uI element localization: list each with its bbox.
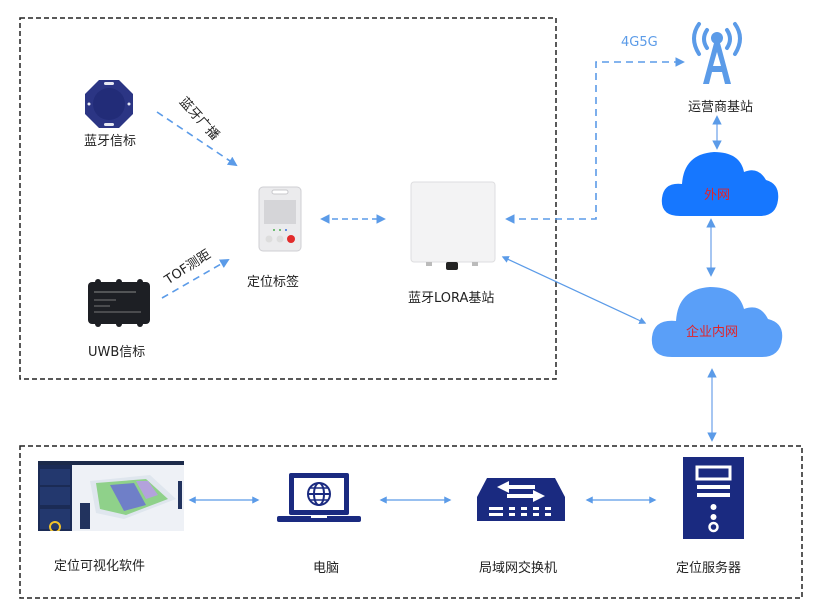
visualization-software-label: 定位可视化软件 bbox=[54, 559, 146, 574]
bluetooth-beacon-node[interactable] bbox=[84, 79, 134, 129]
tof-ranging-arrow bbox=[161, 259, 230, 299]
visualization-software-screenshot bbox=[38, 461, 184, 533]
visualization-software-node[interactable] bbox=[38, 461, 184, 533]
carrier-station-label: 运营商基站 bbox=[688, 100, 754, 115]
uwb-beacon-icon bbox=[88, 279, 150, 327]
carrier-link-label: 4G5G bbox=[621, 35, 658, 50]
carrier-station-node[interactable] bbox=[687, 16, 747, 86]
uwb-beacon-label: UWB信标 bbox=[88, 345, 146, 360]
lan-switch-node[interactable] bbox=[475, 477, 567, 523]
computer-node[interactable] bbox=[277, 472, 361, 524]
external-network-label: 外网 bbox=[704, 188, 731, 203]
network-switch-icon bbox=[477, 478, 565, 521]
cloud-icon bbox=[651, 287, 783, 357]
lora-base-station-label: 蓝牙LORA基站 bbox=[408, 291, 495, 306]
bluetooth-beacon-icon bbox=[85, 80, 133, 128]
positioning-server-label: 定位服务器 bbox=[676, 561, 742, 576]
carrier-link-path bbox=[505, 57, 685, 224]
enterprise-intranet-cloud[interactable]: 企业内网 bbox=[650, 283, 784, 359]
lora-base-station-icon bbox=[410, 181, 496, 270]
station-intranet-arrow bbox=[501, 256, 647, 324]
lora-base-station-node[interactable] bbox=[410, 181, 496, 271]
cloud-icon bbox=[661, 152, 779, 216]
positioning-tag-icon bbox=[258, 186, 302, 252]
bluetooth-beacon-label: 蓝牙信标 bbox=[84, 134, 137, 149]
laptop-globe-icon bbox=[277, 473, 361, 522]
positioning-tag-node[interactable] bbox=[258, 186, 302, 252]
computer-label: 电脑 bbox=[313, 561, 340, 576]
server-icon bbox=[683, 457, 744, 539]
uwb-beacon-node[interactable] bbox=[86, 278, 152, 328]
positioning-server-node[interactable] bbox=[683, 457, 744, 539]
positioning-tag-label: 定位标签 bbox=[247, 275, 300, 290]
external-network-cloud[interactable]: 外网 bbox=[660, 148, 780, 218]
bluetooth-broadcast-arrow bbox=[156, 111, 238, 167]
enterprise-intranet-label: 企业内网 bbox=[686, 325, 739, 340]
server-group-frame bbox=[19, 445, 803, 599]
signal-tower-icon bbox=[692, 22, 742, 84]
lan-switch-label: 局域网交换机 bbox=[479, 561, 558, 576]
